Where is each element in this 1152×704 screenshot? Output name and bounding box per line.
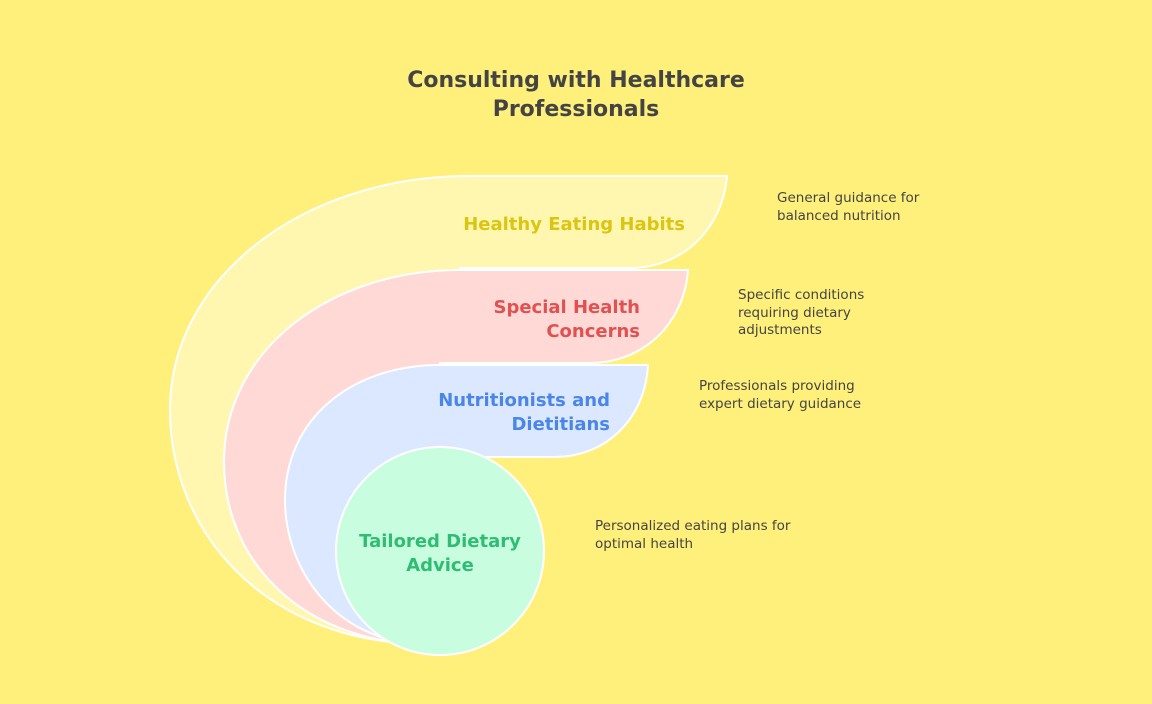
description-special-health-concerns: Specific conditions requiring dietary ad… (738, 287, 865, 338)
layer-tailored-advice-circle (335, 446, 545, 656)
description-healthy-eating-habits: General guidance for balanced nutrition (777, 190, 920, 224)
layer-label-special-health-concerns: Special Health Concerns (493, 297, 641, 342)
diagram-title: Consulting with Healthcare Professionals (407, 68, 745, 122)
layer-label-tailored-advice: Tailored Dietary Advice (359, 531, 521, 576)
layer-label-nutritionists: Nutritionists and Dietitians (438, 390, 610, 435)
description-nutritionists: Professionals providing expert dietary g… (699, 378, 862, 412)
description-tailored-advice: Personalized eating plans for optimal he… (595, 518, 791, 552)
layer-label-healthy-eating-habits: Healthy Eating Habits (463, 214, 685, 235)
